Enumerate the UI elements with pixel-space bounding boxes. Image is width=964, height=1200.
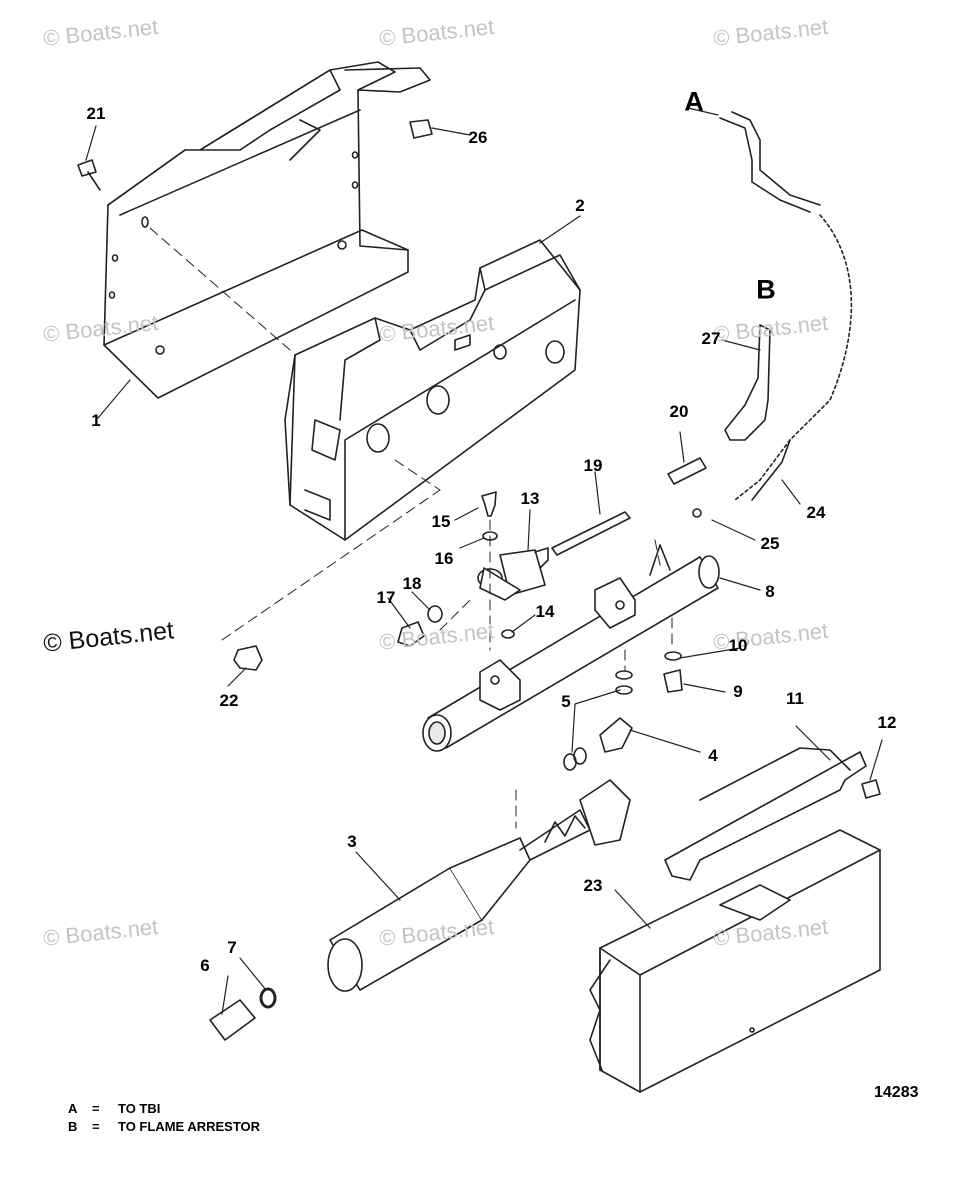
connection-label-a: A [684, 86, 704, 117]
callout-26[interactable]: 26 [468, 128, 488, 147]
part-21-screw [78, 160, 100, 190]
part-27-hose [725, 325, 770, 440]
part-3-pump [328, 780, 630, 991]
leader-lines [86, 108, 882, 1014]
callout-13[interactable]: 13 [520, 489, 540, 508]
legend-key: A [68, 1101, 78, 1116]
part-2-cooler-bracket [285, 240, 580, 540]
callout-24[interactable]: 24 [806, 503, 826, 522]
part-23-cooler [590, 830, 880, 1092]
part-19-rod [552, 512, 630, 555]
callout-16[interactable]: 16 [434, 549, 454, 568]
part-24-hose [735, 215, 851, 500]
legend-equals: = [92, 1119, 100, 1134]
legend-row-a: A = TO TBI [68, 1101, 160, 1116]
callout-12[interactable]: 12 [877, 713, 897, 732]
callout-6[interactable]: 6 [200, 956, 210, 975]
legend-text: TO TBI [118, 1101, 161, 1116]
callout-18[interactable]: 18 [402, 574, 422, 593]
callout-14[interactable]: 14 [535, 602, 555, 621]
hose-a-line-2 [720, 118, 810, 212]
callout-20[interactable]: 20 [669, 402, 689, 421]
callout-17[interactable]: 17 [376, 588, 396, 607]
part-11-strap [665, 748, 866, 880]
part-9-fitting [664, 670, 682, 692]
legend-row-b: B = TO FLAME ARRESTOR [68, 1119, 260, 1134]
hose-a-line [732, 112, 820, 205]
callout-15[interactable]: 15 [431, 512, 451, 531]
part-5-orings [564, 671, 632, 770]
part-8-fuel-rail [423, 545, 719, 751]
callout-8[interactable]: 8 [765, 582, 775, 601]
part-15-screw [482, 492, 496, 516]
callout-9[interactable]: 9 [733, 682, 743, 701]
callout-2[interactable]: 2 [575, 196, 585, 215]
part-6-fitting [210, 1000, 255, 1040]
part-10-oring [665, 652, 681, 660]
part-4-fitting [600, 718, 632, 752]
part-18-washer [428, 606, 442, 622]
part-7-washer [261, 989, 275, 1007]
callout-3[interactable]: 3 [347, 832, 357, 851]
legend-equals: = [92, 1101, 100, 1116]
part-20-fitting [668, 458, 706, 484]
callout-19[interactable]: 19 [583, 456, 603, 475]
callout-25[interactable]: 25 [760, 534, 780, 553]
callout-11[interactable]: 11 [786, 689, 804, 708]
callout-22[interactable]: 22 [219, 691, 239, 710]
part-13-regulator [478, 548, 548, 600]
callout-5[interactable]: 5 [561, 692, 571, 711]
figure-number: 14283 [874, 1084, 919, 1101]
callout-4[interactable]: 4 [708, 746, 718, 765]
part-24-hose-b [752, 440, 790, 500]
part-12-nut [862, 780, 880, 798]
part-22-plug [234, 646, 262, 670]
callout-27[interactable]: 27 [701, 329, 721, 348]
callout-7[interactable]: 7 [227, 938, 237, 957]
callout-10[interactable]: 10 [728, 636, 748, 655]
part-26-nut [410, 120, 432, 138]
part-1-bracket [104, 62, 430, 398]
part-17-fitting [398, 622, 424, 646]
callout-23[interactable]: 23 [583, 876, 603, 895]
part-14-washer [502, 630, 514, 638]
callout-21[interactable]: 21 [86, 104, 106, 123]
connection-label-b: B [756, 274, 776, 305]
part-25-oring [693, 509, 701, 517]
legend-text: TO FLAME ARRESTOR [118, 1119, 261, 1134]
alignment-lines [150, 228, 672, 828]
callout-1[interactable]: 1 [91, 411, 101, 430]
legend-key: B [68, 1119, 78, 1134]
